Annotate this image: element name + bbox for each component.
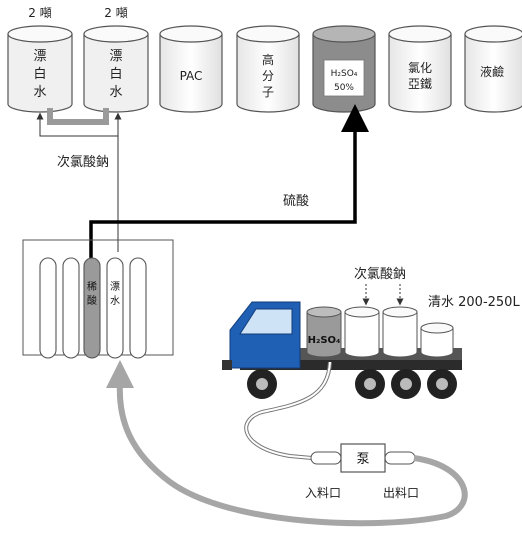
tank-ferrous-chloride: 氯化 亞鐵 [388, 25, 452, 113]
label-clean-water: 清水 200-250L [428, 295, 520, 310]
return-arrow-head [106, 360, 134, 388]
membrane-acid-label-2: 酸 [87, 294, 97, 307]
return-arrow [116, 381, 468, 527]
membrane-bleach-label-1: 漂 [110, 281, 120, 293]
tank-caustic-label: 液鹼 [480, 64, 504, 79]
tank-caustic-soda: 液鹼 [464, 25, 522, 113]
tank-h2so4-label-2: 50% [334, 83, 354, 93]
tank-bleach-2-label-2: 白 [109, 66, 122, 82]
tank-pac-label: PAC [180, 69, 203, 83]
tank-ferrous-label-2: 亞鐵 [408, 76, 432, 91]
tank-bleach-1: 2 噸 漂 白 水 [7, 6, 73, 113]
pump-label: 泵 [356, 452, 369, 467]
hypochlorite-dashed-arrows [362, 284, 404, 306]
tank-bleach-2-top-label: 2 噸 [104, 6, 127, 20]
tank-h2so4: H₂SO₄ 50% [312, 25, 376, 113]
tank-bleach-1-top-label: 2 噸 [28, 6, 51, 20]
hypochlorite-feed-line [36, 112, 122, 252]
label-hypochlorite-truck: 次氯酸鈉 [354, 266, 406, 282]
membrane-module: 稀 酸 漂 水 [22, 239, 174, 359]
label-sulfuric-acid: 硫酸 [283, 194, 309, 209]
sulfuric-acid-line [89, 104, 369, 258]
label-inlet: 入料口 [305, 486, 341, 500]
membrane-acid-label-1: 稀 [87, 280, 97, 293]
tank-bleach-1-label-3: 水 [33, 85, 46, 100]
tank-bleach-1-label-2: 白 [33, 66, 46, 82]
pump: 泵 [310, 443, 416, 473]
tank-polymer-label-2: 分 [262, 69, 274, 83]
tank-ferrous-label-1: 氯化 [408, 61, 432, 75]
tank-polymer: 高 分 子 [236, 25, 300, 113]
bleach-connector-pipe [47, 108, 109, 125]
tank-polymer-label-3: 子 [262, 85, 274, 99]
membrane-bleach-label-2: 水 [110, 295, 120, 307]
label-outlet: 出料口 [383, 486, 419, 500]
tank-bleach-2-label-3: 水 [109, 85, 122, 100]
tank-bleach-2-label-1: 漂 [109, 48, 122, 64]
tank-bleach-1-label-1: 漂 [33, 48, 46, 64]
truck: H₂SO₄ [222, 301, 462, 399]
tank-pac: PAC [159, 25, 223, 113]
tank-bleach-2: 2 噸 漂 白 水 [83, 6, 149, 113]
tank-polymer-label-1: 高 [262, 52, 274, 67]
truck-tank-h2so4-label: H₂SO₄ [308, 335, 341, 346]
tank-h2so4-label-1: H₂SO₄ [331, 69, 358, 79]
label-hypochlorite-left: 次氯酸鈉 [57, 154, 109, 170]
